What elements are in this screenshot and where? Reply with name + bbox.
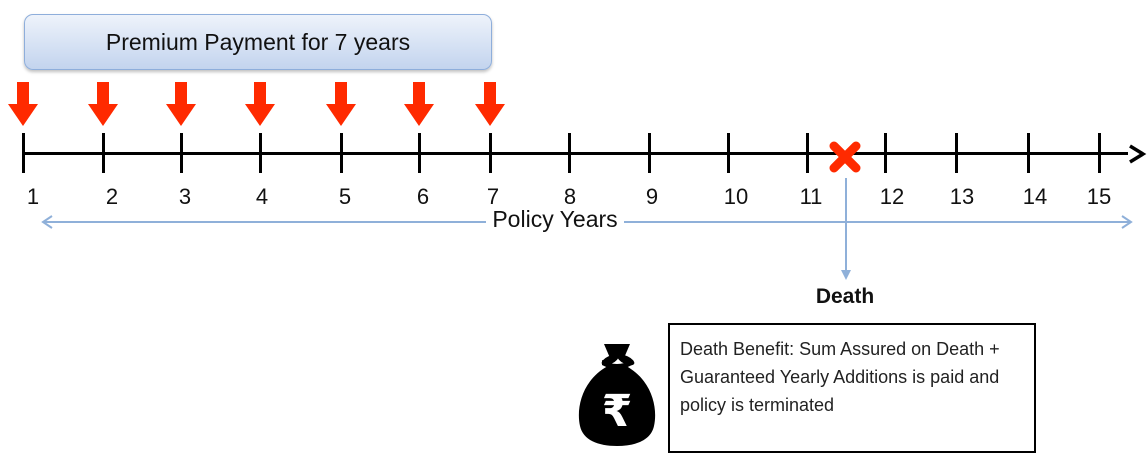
down-arrow-icon xyxy=(475,82,505,126)
year-label: 2 xyxy=(105,184,119,209)
tick-year-4 xyxy=(259,133,262,173)
death-pointer-arrow xyxy=(841,178,851,280)
down-arrow-icon xyxy=(245,82,275,126)
tick-year-10 xyxy=(727,133,730,173)
year-label: 8 xyxy=(563,184,577,209)
premium-payment-label: Premium Payment for 7 years xyxy=(105,28,411,55)
money-bag-rupee-icon: ₹ xyxy=(578,344,656,446)
year-label: 9 xyxy=(645,184,659,209)
year-label: 1 xyxy=(26,184,40,209)
tick-year-5 xyxy=(340,133,343,173)
tick-year-15 xyxy=(1098,133,1101,173)
timeline-axis xyxy=(22,152,1128,155)
premium-payment-box: Premium Payment for 7 years xyxy=(24,14,492,70)
death-benefit-text: Death Benefit: Sum Assured on Death + Gu… xyxy=(680,339,1000,415)
year-label: 5 xyxy=(338,184,352,209)
year-label: 15 xyxy=(1086,184,1112,209)
tick-year-3 xyxy=(180,133,183,173)
tick-year-14 xyxy=(1027,133,1030,173)
down-arrow-icon xyxy=(88,82,118,126)
year-label: 4 xyxy=(255,184,269,209)
tick-year-9 xyxy=(648,133,651,173)
year-label: 6 xyxy=(416,184,430,209)
tick-year-1 xyxy=(22,133,25,173)
policy-years-caption: Policy Years xyxy=(470,206,640,233)
tick-year-2 xyxy=(102,133,105,173)
year-label: 14 xyxy=(1022,184,1048,209)
policy-years-text: Policy Years xyxy=(486,206,624,232)
year-label: 10 xyxy=(723,184,749,209)
down-arrow-icon xyxy=(404,82,434,126)
death-cross-icon xyxy=(829,141,861,173)
down-arrow-icon xyxy=(326,82,356,126)
year-label: 11 xyxy=(799,184,823,209)
rupee-symbol: ₹ xyxy=(602,386,633,437)
death-benefit-box: Death Benefit: Sum Assured on Death + Gu… xyxy=(668,323,1036,453)
death-label: Death xyxy=(815,285,875,308)
year-label: 3 xyxy=(178,184,192,209)
year-label: 12 xyxy=(879,184,905,209)
tick-year-7 xyxy=(489,133,492,173)
down-arrow-icon xyxy=(8,82,38,126)
tick-year-11 xyxy=(806,133,809,173)
tick-year-8 xyxy=(568,133,571,173)
axis-arrowhead-icon xyxy=(1129,144,1147,164)
tick-year-13 xyxy=(955,133,958,173)
down-arrow-icon xyxy=(166,82,196,126)
year-label: 7 xyxy=(486,184,500,209)
tick-year-12 xyxy=(884,133,887,173)
tick-year-6 xyxy=(418,133,421,173)
year-label: 13 xyxy=(949,184,975,209)
